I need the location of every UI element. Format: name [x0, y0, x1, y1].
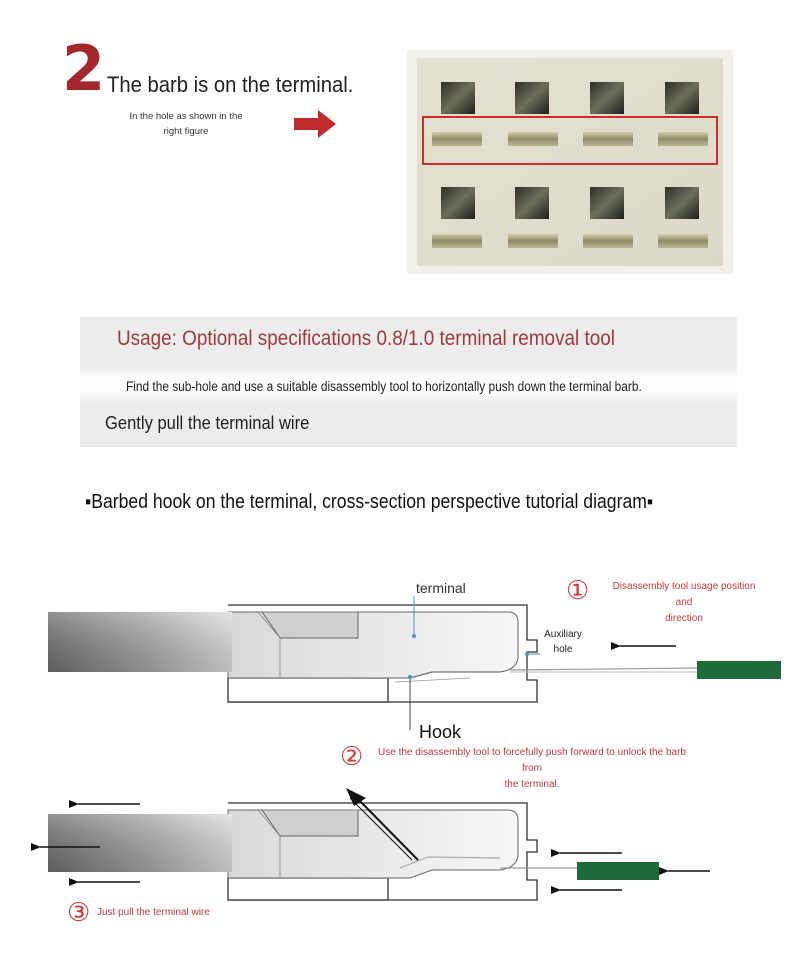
arrow-right-icon	[294, 110, 336, 138]
step2-number-icon: ②	[340, 742, 364, 772]
step3-note: Just pull the terminal wire	[97, 907, 210, 918]
step-note-line1: In the hole as shown in the	[129, 111, 243, 122]
step2-note-line1: Use the disassembly tool to forcefully p…	[378, 747, 686, 774]
step1-note: Disassembly tool usage position and dire…	[604, 579, 764, 627]
label-auxiliary-line2: hole	[553, 644, 573, 655]
step2-note-line2: the terminal.	[504, 779, 560, 790]
connector-photo	[407, 50, 733, 274]
step1-note-line1: Disassembly tool usage position and	[612, 581, 756, 608]
step-number: 2	[62, 32, 105, 105]
usage-title: Usage: Optional specifications 0.8/1.0 t…	[117, 327, 615, 350]
cross-section-diagram	[31, 596, 781, 901]
top-assembly	[48, 596, 781, 730]
usage-pull-instruction: Gently pull the terminal wire	[105, 413, 310, 433]
step3-number-icon: ③	[67, 898, 91, 928]
step-title: The barb is on the terminal.	[107, 72, 354, 97]
bottom-assembly	[31, 788, 710, 901]
step1-note-line2: direction	[665, 613, 703, 624]
label-auxiliary-hole: Auxiliary hole	[543, 627, 583, 657]
label-auxiliary-line1: Auxiliary	[544, 629, 582, 640]
step2-note: Use the disassembly tool to forcefully p…	[372, 745, 692, 793]
label-terminal: terminal	[416, 580, 466, 596]
label-hook: Hook	[419, 722, 462, 742]
usage-instruction: Find the sub-hole and use a suitable dis…	[126, 379, 642, 394]
step-note-line2: right figure	[163, 126, 209, 137]
step-note: In the hole as shown in the right figure	[118, 109, 254, 139]
section-title: ▪Barbed hook on the terminal, cross-sect…	[85, 491, 654, 513]
step1-number-icon: ①	[566, 576, 590, 606]
usage-panel-band	[80, 366, 737, 404]
